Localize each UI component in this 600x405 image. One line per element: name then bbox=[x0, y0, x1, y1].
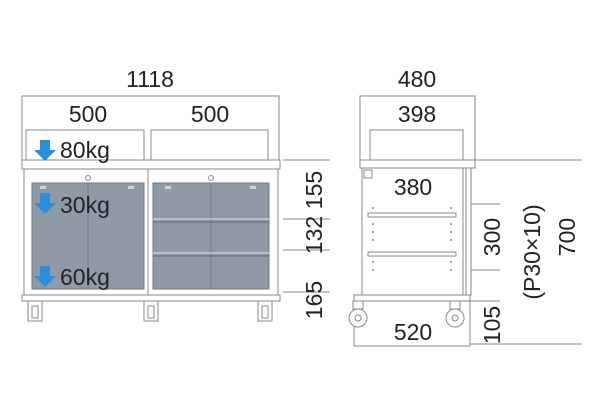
pitch-holes bbox=[372, 207, 452, 271]
overall-depth-label: 480 bbox=[398, 66, 436, 92]
caster-height-label: 105 bbox=[479, 306, 505, 344]
pitch-label: (P30×10) bbox=[519, 204, 545, 299]
base-depth-label: 520 bbox=[394, 319, 432, 345]
base-plinth bbox=[21, 294, 281, 302]
side-view bbox=[348, 95, 582, 347]
top-inner-depth-label: 398 bbox=[398, 101, 436, 127]
front-feet bbox=[27, 300, 273, 322]
total-height-label: 700 bbox=[554, 218, 580, 256]
arrow-down-icon bbox=[34, 140, 56, 161]
arrow-down-icon bbox=[34, 193, 56, 214]
side-shelf-upper bbox=[367, 212, 457, 218]
caster-wheels bbox=[348, 300, 465, 328]
left-section-width-label: 500 bbox=[69, 101, 107, 127]
side-shelf-lower bbox=[367, 251, 457, 257]
bottom-shelf-load-label: 60kg bbox=[60, 264, 110, 290]
front-view bbox=[21, 95, 330, 322]
side-base bbox=[353, 294, 471, 302]
shelf-depth-label: 380 bbox=[394, 174, 432, 200]
arrow-down-icon bbox=[34, 266, 56, 287]
side-body bbox=[361, 167, 472, 296]
side-top-plate bbox=[359, 159, 476, 169]
middle-height-label: 132 bbox=[301, 216, 327, 254]
middle-shelf-load-label: 30kg bbox=[60, 192, 110, 218]
top-shelf-load-label: 80kg bbox=[60, 137, 110, 163]
front-dimension-lines bbox=[21, 95, 330, 293]
load-arrows bbox=[34, 140, 56, 287]
upper-height-label: 155 bbox=[301, 171, 327, 209]
shelf-height-label: 300 bbox=[479, 218, 505, 256]
lower-height-label: 165 bbox=[301, 281, 327, 319]
overall-width-label: 1118 bbox=[126, 66, 174, 92]
right-section-width-label: 500 bbox=[191, 101, 229, 127]
